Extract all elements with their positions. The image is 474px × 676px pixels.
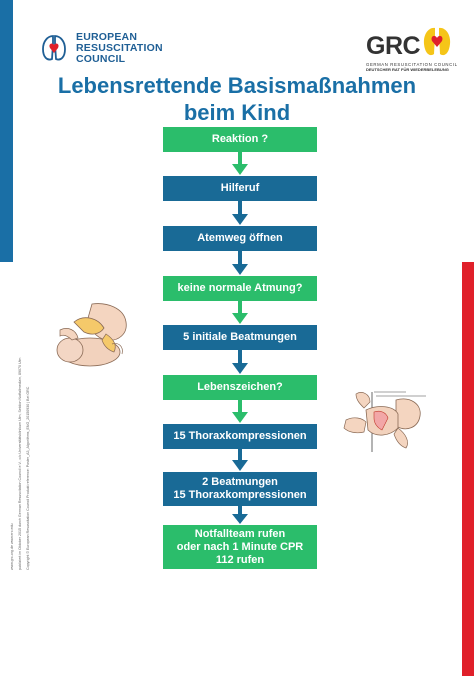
rescue-breath-illustration <box>56 303 127 367</box>
arrow-down-icon <box>232 350 248 374</box>
erc-wordmark: EUROPEAN RESUSCITATION COUNCIL <box>76 32 163 65</box>
step-label-2: 15 Thoraxkompressionen <box>173 489 307 501</box>
arrow-down-icon <box>232 201 248 225</box>
grc-subtitle-german: DEUTSCHER RAT FÜR WIEDERBELEBUNG <box>366 67 449 72</box>
erc-line-3: COUNCIL <box>76 53 126 65</box>
step-label-2: oder nach 1 Minute CPR <box>176 540 304 553</box>
grc-logo-block: GRC GERMAN RESUSCITATION COUNCIL DEUTSCH… <box>366 24 458 74</box>
left-accent-bar <box>0 0 13 262</box>
arrow-down-icon <box>232 301 248 324</box>
chest-compression-illustration <box>343 391 426 452</box>
erc-line-1: EUROPEAN <box>76 31 138 43</box>
grc-heart-icon <box>423 27 451 56</box>
step-label: 5 initiale Beatmungen <box>183 331 297 343</box>
step-reaction: Reaktion ? <box>163 127 317 152</box>
step-call-emergency: Notfallteam rufen oder nach 1 Minute CPR… <box>163 525 317 569</box>
step-label: Hilferuf <box>220 182 260 194</box>
step-chest-compressions: 15 Thoraxkompressionen <box>163 424 317 449</box>
step-label: keine normale Atmung? <box>177 282 303 294</box>
step-label: 2 Beatmungen <box>202 476 278 488</box>
erc-line-2: RESUSCITATION <box>76 42 163 54</box>
erc-logo-block: EUROPEAN RESUSCITATION COUNCIL <box>40 32 163 65</box>
arrow-down-icon <box>232 400 248 423</box>
step-call-for-help: Hilferuf <box>163 176 317 201</box>
step-label-3: 112 rufen <box>215 553 265 566</box>
page-title: Lebensrettende Basismaßnahmen beim Kind <box>0 72 474 126</box>
title-line-1: Lebensrettende Basismaßnahmen <box>57 73 417 98</box>
grc-subtitle: GERMAN RESUSCITATION COUNCIL <box>366 62 458 67</box>
arrow-down-icon <box>232 251 248 275</box>
step-rescue-breaths: 5 initiale Beatmungen <box>163 325 317 350</box>
arrow-down-icon <box>232 152 248 175</box>
title-line-2: beim Kind <box>183 100 291 125</box>
side-text-line-3: Copyright © European Resuscitation Counc… <box>26 386 30 570</box>
side-publication-info: www.grc-org.de www.erc.edu publiziert im… <box>8 290 40 570</box>
step-signs-of-life: Lebenszeichen? <box>163 375 317 400</box>
side-text-line-1: www.grc-org.de www.erc.edu <box>10 523 14 570</box>
erc-lungs-heart-icon <box>42 35 66 61</box>
step-no-normal-breathing: keine normale Atmung? <box>163 276 317 301</box>
grc-wordmark: GRC <box>366 32 421 60</box>
arrow-down-icon <box>232 506 248 524</box>
step-label: Atemweg öffnen <box>197 232 283 244</box>
step-label: Notfallteam rufen <box>194 527 286 540</box>
arrow-down-icon <box>232 449 248 471</box>
step-label: Lebenszeichen? <box>197 381 283 393</box>
step-label: 15 Thoraxkompressionen <box>173 430 307 442</box>
step-label: Reaktion ? <box>211 133 269 145</box>
right-accent-bar <box>462 262 474 676</box>
step-breaths-compressions: 2 Beatmungen 15 Thoraxkompressionen <box>163 472 317 506</box>
side-text-line-2: publiziert im Oktober 2015 durch German … <box>18 357 22 570</box>
step-open-airway: Atemweg öffnen <box>163 226 317 251</box>
